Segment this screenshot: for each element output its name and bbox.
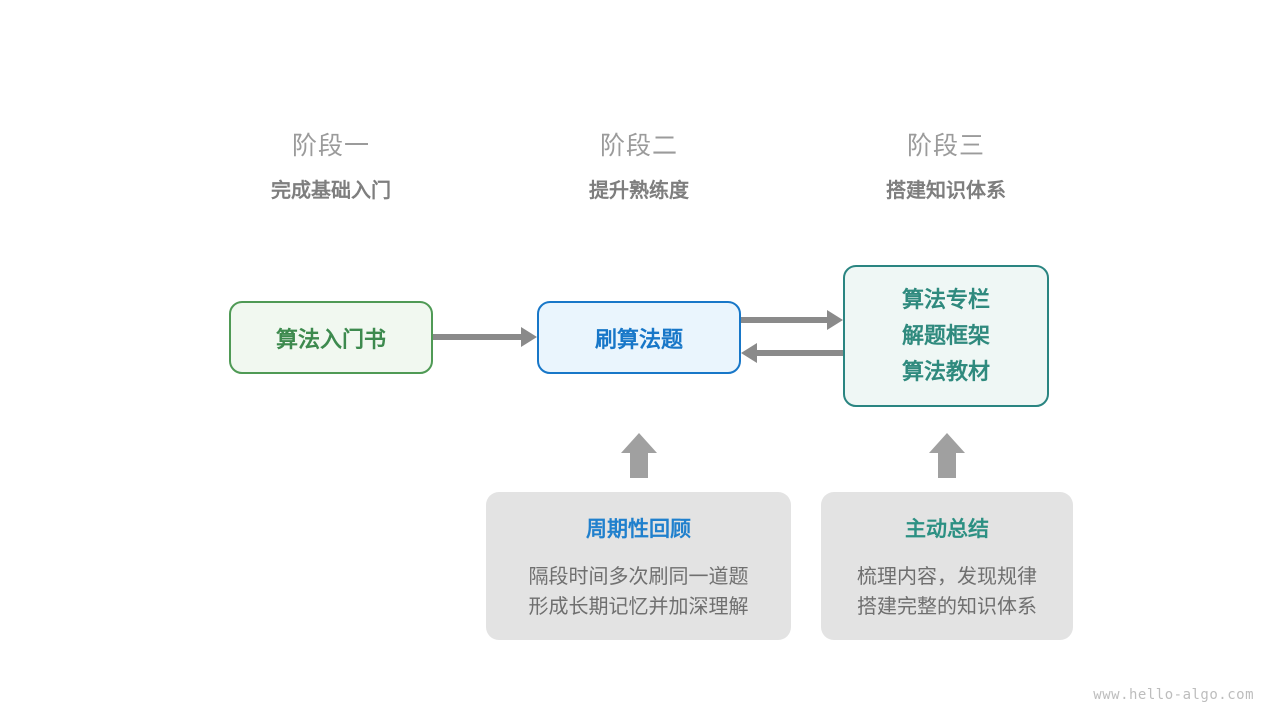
stage-heading-2: 阶段二 提升熟练度 bbox=[529, 129, 749, 206]
node-algorithm-intro-book[interactable]: 算法入门书 bbox=[229, 301, 433, 374]
node-practice-problems[interactable]: 刷算法题 bbox=[537, 301, 741, 374]
note-card-active-summary[interactable]: 主动总结 梳理内容，发现规律 搭建完整的知识体系 bbox=[821, 492, 1073, 640]
up-arrow-shaft bbox=[938, 452, 956, 478]
note-card-body-line-1: 梳理内容，发现规律 bbox=[857, 566, 1037, 588]
arrowhead-resources-to-practice-icon bbox=[741, 343, 757, 363]
stage-heading-1: 阶段一 完成基础入门 bbox=[221, 129, 441, 206]
node-label-line-3: 算法教材 bbox=[901, 359, 990, 384]
node-label-line-1: 算法专栏 bbox=[901, 287, 990, 312]
up-arrow-summary-icon bbox=[929, 433, 965, 478]
stage-subtitle-1: 完成基础入门 bbox=[271, 180, 391, 202]
arrowhead-book-to-practice-icon bbox=[521, 327, 537, 347]
note-card-body: 梳理内容，发现规律 搭建完整的知识体系 bbox=[821, 562, 1073, 622]
stage-subtitle-3: 搭建知识体系 bbox=[886, 180, 1006, 202]
note-card-body-line-2: 搭建完整的知识体系 bbox=[857, 596, 1037, 618]
node-label-line-2: 解题框架 bbox=[901, 323, 990, 348]
up-arrow-shaft bbox=[630, 452, 648, 478]
note-card-body-line-2: 形成长期记忆并加深理解 bbox=[528, 596, 749, 618]
arrowhead-practice-to-resources-icon bbox=[827, 310, 843, 330]
note-card-periodic-review[interactable]: 周期性回顾 隔段时间多次刷同一道题 形成长期记忆并加深理解 bbox=[486, 492, 791, 640]
up-arrow-head bbox=[621, 433, 657, 453]
stage-title-1: 阶段一 bbox=[291, 132, 370, 160]
note-card-body-line-1: 隔段时间多次刷同一道题 bbox=[528, 566, 749, 588]
stage-subtitle-2: 提升熟练度 bbox=[589, 180, 689, 202]
node-label: 算法入门书 bbox=[275, 326, 386, 352]
stage-title-3: 阶段三 bbox=[906, 132, 985, 160]
node-label: 刷算法题 bbox=[594, 326, 683, 352]
connector-book-to-practice bbox=[433, 334, 521, 340]
up-arrow-review-icon bbox=[621, 433, 657, 478]
up-arrow-head bbox=[929, 433, 965, 453]
stage-heading-3: 阶段三 搭建知识体系 bbox=[836, 129, 1056, 206]
note-card-title: 主动总结 bbox=[905, 518, 989, 541]
stage-title-2: 阶段二 bbox=[599, 132, 678, 160]
connector-practice-to-resources bbox=[741, 317, 827, 323]
note-card-title: 周期性回顾 bbox=[586, 518, 691, 541]
watermark: www.hello-algo.com bbox=[1093, 687, 1254, 703]
node-knowledge-resources[interactable]: 算法专栏 解题框架 算法教材 bbox=[843, 265, 1049, 407]
connector-resources-to-practice bbox=[757, 350, 843, 356]
note-card-body: 隔段时间多次刷同一道题 形成长期记忆并加深理解 bbox=[486, 562, 791, 622]
